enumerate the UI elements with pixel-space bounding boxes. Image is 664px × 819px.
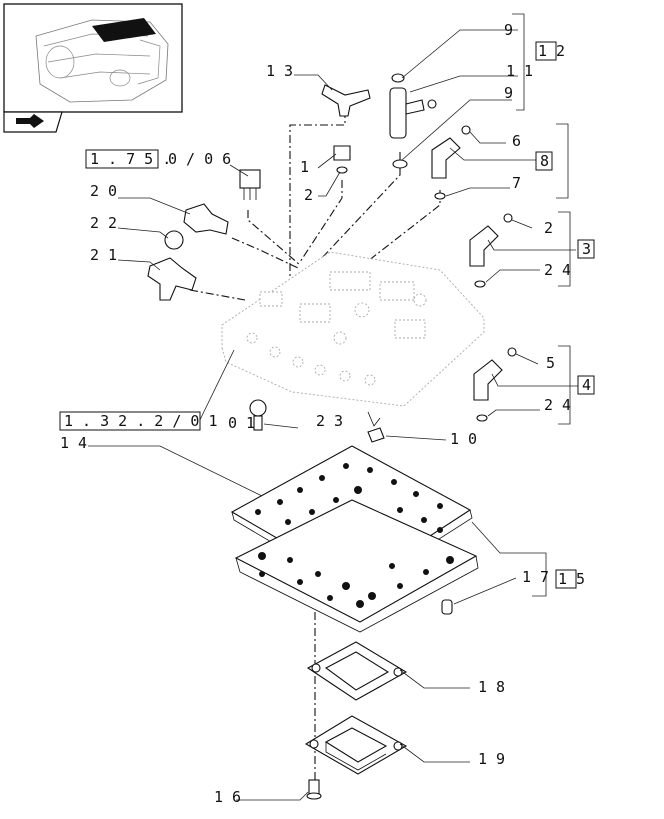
callout-2-mid: 2 (544, 219, 553, 237)
callout-3: 3 (582, 240, 591, 258)
ref-175-label: 1 . 7 5 . (90, 150, 171, 168)
callout-17: 1 7 (522, 568, 549, 586)
callout-22: 2 2 (90, 214, 117, 232)
callout-14: 1 4 (60, 434, 87, 452)
plate-15 (234, 499, 479, 633)
callout-16: 1 6 (214, 788, 241, 806)
part-10-plug (367, 411, 385, 443)
part-11-adapter (389, 87, 437, 139)
ref-132-label: 1 . 3 2 . 2 / 0 1 (64, 412, 218, 430)
callout-7: 7 (512, 174, 521, 192)
group-box-4[interactable] (577, 375, 595, 395)
callout-12: 1 2 (538, 42, 565, 60)
part-21-tee-valve (147, 257, 197, 301)
part-17-pin (441, 599, 453, 615)
callout-6: 6 (512, 132, 521, 150)
ref-175-sub-label: 0 / 0 6 (168, 150, 231, 168)
callout-21: 2 1 (90, 246, 117, 264)
gasket-19 (304, 715, 408, 775)
callout-01: 0 1 (228, 414, 255, 432)
group-box-12[interactable] (535, 41, 557, 61)
part-8-elbow (431, 125, 471, 200)
part-01-bolt (249, 399, 267, 431)
gasket-18 (306, 641, 408, 701)
callout-labels: 1 3 9 1 2 1 1 9 1 2 6 8 7 2 0 2 2 2 3 2 … (60, 21, 591, 806)
part-ref-sensor (239, 169, 261, 200)
callout-2-top: 2 (304, 186, 313, 204)
part-4-elbow (473, 347, 517, 422)
part-22-cap (164, 230, 184, 250)
part-16-bolt (306, 779, 322, 800)
callout-24-bottom: 2 4 (544, 396, 571, 414)
callout-18: 1 8 (478, 678, 505, 696)
callout-15: 1 5 (558, 570, 585, 588)
part-20-tee-valve (183, 203, 229, 235)
callout-8: 8 (540, 152, 549, 170)
ref-box-1-32[interactable]: 1 . 3 2 . 2 / 0 1 (59, 411, 218, 431)
part-1-plug (333, 145, 351, 174)
callout-13: 1 3 (266, 62, 293, 80)
leader-lines (88, 13, 578, 801)
callout-9-top: 9 (504, 21, 513, 39)
callout-9-bottom: 9 (504, 84, 513, 102)
callout-19: 1 9 (478, 750, 505, 768)
part-13-tee-fitting (321, 84, 371, 117)
callout-20: 2 0 (90, 182, 117, 200)
assembly-center-lines (189, 110, 441, 790)
callout-4: 4 (582, 376, 591, 394)
page-nav-button[interactable] (3, 111, 63, 133)
group-box-15[interactable] (555, 569, 577, 589)
callout-11: 1 1 (506, 62, 533, 80)
callout-23: 2 3 (316, 412, 343, 430)
valve-body (221, 251, 485, 407)
highlighted-valve-block-thumbnail (92, 18, 156, 42)
group-box-8[interactable] (535, 151, 553, 171)
callout-24-top: 2 4 (544, 261, 571, 279)
part-3-elbow (469, 213, 513, 288)
part-9-oring-bottom (392, 159, 408, 169)
ref-box-1-75[interactable]: 1 . 7 5 . 0 / 0 6 (85, 149, 231, 169)
transmission-housing-thumbnail (35, 19, 169, 103)
part-9-oring-top (391, 73, 405, 83)
thumbnail-inset[interactable] (3, 3, 183, 113)
callout-1: 1 (300, 158, 309, 176)
group-box-3[interactable] (577, 239, 595, 259)
callout-5: 5 (546, 354, 555, 372)
callout-10: 1 0 (450, 430, 477, 448)
arrow-page-icon (16, 114, 44, 128)
